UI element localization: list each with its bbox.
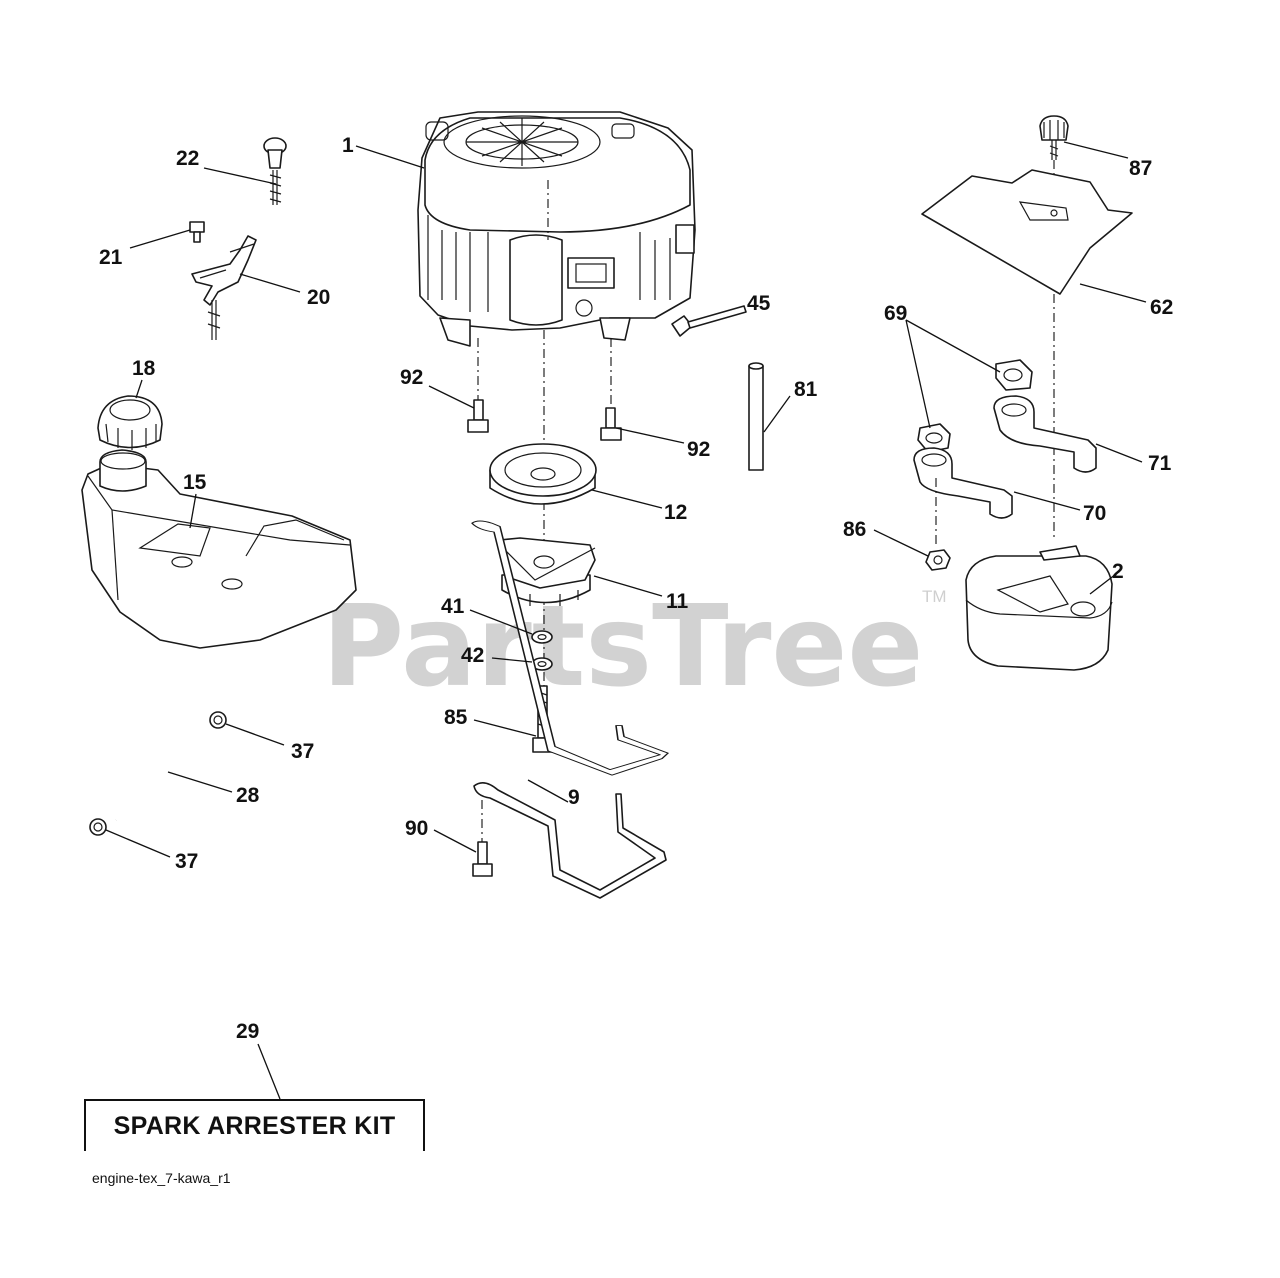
watermark-text: PartsTree <box>322 582 923 712</box>
gasket-69-bottom[interactable] <box>917 423 951 453</box>
callout-11: 11 <box>666 590 689 613</box>
callout-81: 81 <box>794 378 818 401</box>
fuel-cap-18[interactable] <box>97 395 163 450</box>
heat-shield-62[interactable] <box>921 169 1133 295</box>
knob-22[interactable] <box>263 137 287 205</box>
bracket-9[interactable] <box>471 520 669 899</box>
callout-2: 2 <box>1112 560 1124 583</box>
drawing-code: engine-tex_7-kawa_r1 <box>92 1170 231 1186</box>
exhaust-pipe-71[interactable] <box>993 395 1097 473</box>
callout-42: 42 <box>461 644 484 667</box>
callout-70: 70 <box>1083 502 1106 525</box>
callout-41: 41 <box>441 595 465 618</box>
fuel-line-28[interactable] <box>114 724 213 822</box>
fuel-tank-15[interactable] <box>81 449 357 649</box>
callout-86: 86 <box>843 518 866 541</box>
callout-92-right: 92 <box>687 438 710 461</box>
callout-20: 20 <box>307 286 330 309</box>
pulley-12[interactable] <box>489 443 597 505</box>
callout-62: 62 <box>1150 296 1173 319</box>
callout-15: 15 <box>183 471 207 494</box>
callout-92-left: 92 <box>400 366 423 389</box>
throttle-control-20[interactable] <box>191 235 257 340</box>
exhaust-pipe-70[interactable] <box>913 447 1013 519</box>
screw-45[interactable] <box>671 305 747 337</box>
callout-18: 18 <box>132 357 156 380</box>
screw-21[interactable] <box>189 221 205 243</box>
nut-86[interactable] <box>925 549 951 571</box>
bolt-92-right[interactable] <box>600 407 622 441</box>
washer-41[interactable] <box>531 630 553 644</box>
spark-arrester-kit-label: SPARK ARRESTER KIT <box>113 1111 396 1140</box>
callout-37-top: 37 <box>291 740 314 763</box>
callout-37-bottom: 37 <box>175 850 198 873</box>
gasket-69-top[interactable] <box>995 359 1033 391</box>
leader-lines <box>105 141 1147 1100</box>
callout-87: 87 <box>1129 157 1152 180</box>
callout-29: 29 <box>236 1020 259 1043</box>
callout-12: 12 <box>664 501 687 524</box>
callout-28: 28 <box>236 784 260 807</box>
callout-90: 90 <box>405 817 428 840</box>
callout-85: 85 <box>444 706 468 729</box>
engine-part[interactable] <box>417 111 696 347</box>
callout-45: 45 <box>747 292 771 315</box>
callout-1: 1 <box>342 134 354 157</box>
spark-arrester-kit-box[interactable]: SPARK ARRESTER KIT <box>84 1099 425 1151</box>
callout-71: 71 <box>1148 452 1172 475</box>
knob-87[interactable] <box>1039 115 1069 160</box>
clamp-37-top[interactable] <box>209 711 227 729</box>
rod-81[interactable] <box>748 362 764 471</box>
callout-69: 69 <box>884 302 907 325</box>
callout-9: 9 <box>568 786 580 809</box>
callout-21: 21 <box>99 246 123 269</box>
clamp-37-bottom[interactable] <box>89 818 107 836</box>
muffler-2[interactable] <box>965 545 1113 671</box>
callout-22: 22 <box>176 147 199 170</box>
bolt-92-left[interactable] <box>467 399 489 433</box>
bolt-90[interactable] <box>472 841 493 877</box>
clutch-11[interactable] <box>499 537 596 606</box>
watermark-tm: TM <box>922 587 947 606</box>
